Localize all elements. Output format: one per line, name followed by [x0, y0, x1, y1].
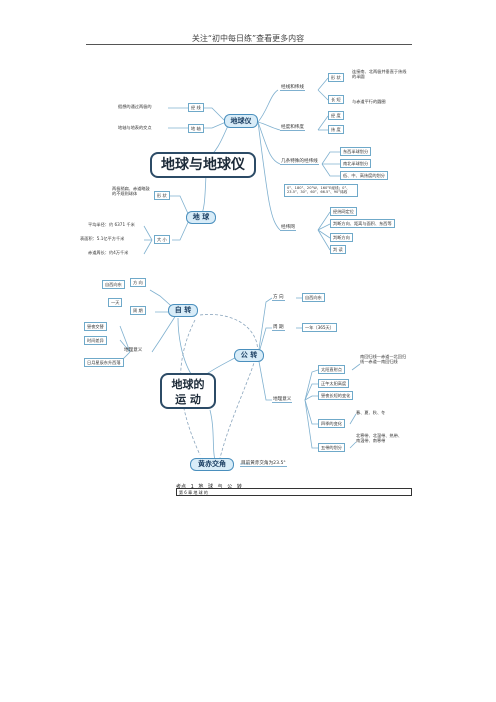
- caption-part-1: 考点: [176, 484, 187, 490]
- page-header: 关注“初中每日练”查看更多内容: [191, 34, 305, 43]
- special-item-1: 东西半球划分: [340, 147, 372, 157]
- rev-sub-c: 北寒带、北温带、热带、南温带、南寒带: [356, 433, 403, 444]
- rev-meaning-item-3: 昼夜长短的变化: [318, 391, 354, 401]
- caption-part-4: 球: [208, 484, 214, 490]
- special-note: 0°、180°、20°W、160°E经线；0°、23.5°、30°、60°、66…: [284, 184, 358, 197]
- map1-title: 地球与地球仪: [150, 152, 256, 178]
- rev-meaning-item-4: 四季的变化: [318, 419, 345, 429]
- earth-size-label: 大 小: [154, 235, 170, 245]
- rev-meaning-item-5: 五带的划分: [318, 443, 345, 453]
- earth-shape-label: 形 状: [154, 191, 170, 201]
- branch-degree: 经度和纬度: [280, 125, 305, 131]
- lonlat-shape-desc: 连接南、北两极并垂直于纬线的半圆: [352, 69, 407, 80]
- rev-direction-desc: 自西向东: [302, 293, 325, 303]
- rev-period-desc: 一年（365天）: [302, 323, 337, 333]
- caption-line: 考点 1 地 球 与 公 转: [176, 483, 245, 490]
- rot-meaning-item-2: 时间差异: [84, 336, 107, 346]
- axis-meridian-desc: 假想的通过两极的: [118, 104, 152, 109]
- rot-period-desc: 一天: [108, 298, 123, 308]
- grid-item-3: 判断方向: [330, 233, 353, 243]
- rev-sub-a: 南回归线—赤道—北回归线—赤道—南回归线: [360, 354, 407, 365]
- special-item-2: 南北半球划分: [340, 159, 372, 169]
- lonlat-length-word: 长 短: [328, 95, 344, 105]
- rev-sub-b: 春、夏、秋、冬: [356, 410, 386, 415]
- grid-item-2: 判断方向、距离与面积、东西等: [330, 219, 395, 229]
- lonlat-shape-word: 形 状: [328, 73, 344, 83]
- earth-size-item-3: 赤道周长：约4万千米: [88, 250, 129, 255]
- rev-meaning: 地理意义: [272, 397, 293, 403]
- earth-size-item-1: 平均半径：约 6371 千米: [88, 222, 135, 227]
- branch-special-lines: 几条特殊的经纬线: [280, 159, 319, 165]
- earth-size-item-2: 表面积：5.1亿平方千米: [80, 236, 125, 241]
- header-rule: [86, 44, 412, 45]
- axis-desc: 地轴与地表的交点: [118, 125, 152, 130]
- rot-meaning-item-1: 昼夜交替: [84, 322, 107, 332]
- caption-box: 第 6 章 地 球 的: [176, 488, 412, 496]
- axis-meridian-label: 经 线: [188, 103, 204, 113]
- branch-lonlat: 经线和纬线: [280, 85, 305, 91]
- rev-meaning-item-2: 正午太阳高度: [318, 379, 350, 389]
- rot-period: 周 期: [130, 306, 146, 316]
- branch-grid: 经纬网: [280, 225, 296, 231]
- obliquity-hub: 黄赤交角: [190, 458, 234, 471]
- revolution-hub: 公 转: [234, 349, 264, 362]
- globe-hub: 地球仪: [224, 114, 258, 128]
- degree-a: 经 度: [328, 111, 344, 121]
- caption-part-3: 地: [198, 484, 204, 490]
- rev-period: 周 期: [272, 325, 285, 331]
- lonlat-length-desc: 与赤道平行的圆圈: [352, 99, 386, 104]
- rot-direction: 方 向: [130, 278, 146, 288]
- rev-meaning-item-1: 太阳直射点: [318, 365, 345, 375]
- earth-shape-desc: 两极稍扁、赤道略鼓的不规则球体: [112, 186, 150, 197]
- map2-title: 地球的 运 动: [160, 373, 216, 409]
- earth-hub: 地 球: [186, 211, 216, 224]
- grid-item-4: 判 读: [330, 245, 346, 255]
- grid-item-1: 经纬网定位: [330, 207, 357, 217]
- rev-direction: 方 向: [272, 295, 285, 301]
- obliquity-desc: 目前黄赤交角为23.5°: [240, 461, 287, 467]
- map2-title-line1: 地球的: [171, 378, 205, 391]
- map2-title-line2: 运 动: [175, 393, 201, 406]
- special-item-3: 低、中、高纬度的划分: [340, 171, 388, 181]
- rot-meaning: 地理意义: [124, 348, 143, 353]
- rot-meaning-item-3: 日月星辰东升西落: [84, 358, 124, 368]
- caption-part-2: 1: [190, 484, 194, 490]
- caption-part-5: 与: [217, 484, 223, 490]
- caption-part-6: 公: [227, 484, 233, 490]
- degree-b: 纬 度: [328, 125, 344, 135]
- rot-direction-desc: 自西向东: [102, 280, 125, 290]
- rotation-hub: 自 转: [168, 304, 198, 317]
- caption-part-7: 转: [236, 484, 242, 490]
- axis-label: 地 轴: [188, 124, 204, 134]
